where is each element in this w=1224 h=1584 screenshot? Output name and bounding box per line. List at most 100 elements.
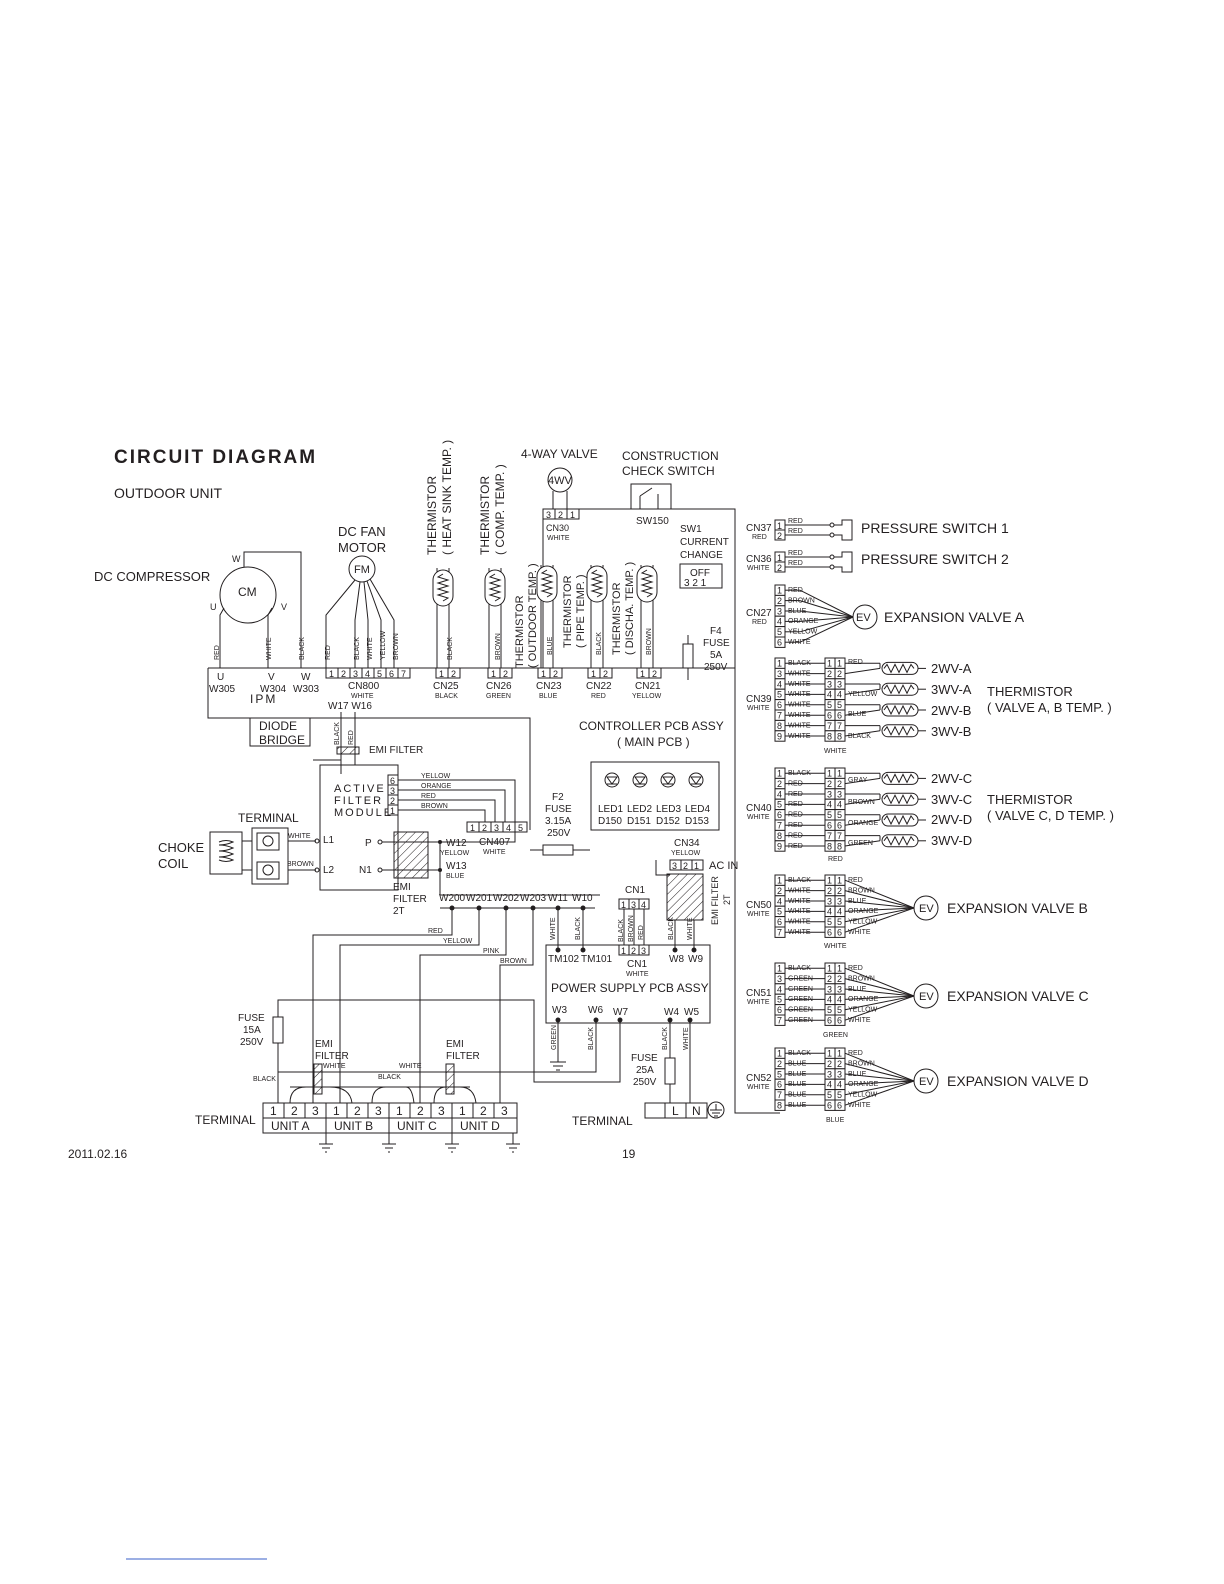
pin-number: 8 [837,841,842,851]
svg-text:W203: W203 [520,893,547,904]
pin-number: 1 [827,659,832,669]
pin-number: 2 [827,669,832,679]
dc-compressor-label: DC COMPRESSOR [94,569,210,584]
svg-text:4: 4 [506,823,511,833]
svg-text:7: 7 [401,669,406,679]
pin-number: 2 [827,1059,832,1069]
svg-text:THERMISTOR: THERMISTOR [562,575,574,648]
svg-text:3: 3 [312,1104,319,1118]
pin-number: 3 [837,789,842,799]
svg-text:MODULE: MODULE [334,807,393,819]
wire-color-label: ORANGE [848,1081,879,1088]
svg-text:CONTROLLER PCB ASSY: CONTROLLER PCB ASSY [579,719,724,733]
svg-text:BLACK: BLACK [588,1027,595,1050]
ipm-term-v: V [268,672,275,683]
svg-text:BLACK: BLACK [618,919,625,942]
pin-number: 4 [837,907,842,917]
svg-text:5: 5 [518,823,523,833]
svg-text:1: 1 [329,669,334,679]
svg-text:3: 3 [641,946,646,956]
svg-text:BROWN: BROWN [500,958,527,965]
svg-text:F4: F4 [710,626,722,637]
dc-compressor: DC COMPRESSOR CM W U V RED WHITE BLACK U… [94,551,320,706]
svg-text:2: 2 [652,669,657,679]
svg-text:W13: W13 [446,861,467,872]
svg-text:UNIT D: UNIT D [460,1119,500,1133]
pin-number: 8 [827,731,832,741]
svg-text:BLUE: BLUE [539,693,558,700]
svg-text:1: 1 [777,553,782,563]
svg-text:CN34: CN34 [674,838,700,849]
svg-text:N1: N1 [359,865,372,876]
wire-color-label: BLUE [848,986,867,993]
svg-text:W8: W8 [669,954,684,965]
svg-text:250V: 250V [240,1037,264,1048]
pin-number: 5 [777,1069,782,1079]
svg-text:W17 W16: W17 W16 [328,701,372,712]
pressure-switch-2-label: PRESSURE SWITCH 2 [861,551,1009,567]
svg-text:( COMP. TEMP. ): ( COMP. TEMP. ) [493,464,507,555]
pin-number: 6 [827,928,832,938]
svg-text:3: 3 [501,1104,508,1118]
cn23-label: CN23 [536,681,562,692]
controller-pcb: CONTROLLER PCB ASSY ( MAIN PCB ) LED1 LE… [579,719,724,831]
svg-text:BLUE: BLUE [547,636,554,655]
svg-text:YELLOW: YELLOW [440,850,470,857]
pin-number: 1 [777,769,782,779]
svg-text:2: 2 [354,1104,361,1118]
pin-number: 8 [777,721,782,731]
svg-text:CHECK SWITCH: CHECK SWITCH [622,464,715,478]
svg-text:FILTER: FILTER [393,894,427,905]
svg-text:W4: W4 [664,1007,679,1018]
svg-text:BLUE: BLUE [826,1117,845,1124]
svg-text:3: 3 [353,669,358,679]
svg-text:BROWN: BROWN [848,799,875,806]
pin-number: 3 [777,669,782,679]
thermistor-symbol [881,771,926,785]
fuse-f2: F2 FUSE 3.15A 250V [530,792,590,856]
pin-number: 3 [827,679,832,689]
svg-text:CN39: CN39 [746,694,772,705]
cn800-color: WHITE [351,693,374,700]
svg-text:2: 2 [777,563,782,573]
expansion-valve-symbol [913,895,939,921]
svg-text:2: 2 [503,669,508,679]
svg-text:2: 2 [631,946,636,956]
svg-text:BLACK: BLACK [253,1076,276,1083]
pin-number: 3 [827,896,832,906]
pin-number: 2 [837,886,842,896]
pin-number: 6 [837,1101,842,1111]
pin-number: 7 [777,1090,782,1100]
pin-number: 2 [827,974,832,984]
active-filter-module: ACTIVE FILTER MODULE 6 3 2 1 YELLOW ORAN… [319,764,516,891]
svg-text:BLACK: BLACK [447,637,454,660]
pin-number: 1 [777,964,782,974]
svg-text:THERMISTOR: THERMISTOR [478,476,492,555]
footer-page-number: 19 [622,1147,636,1161]
svg-text:3: 3 [494,823,499,833]
svg-text:EMI FILTER: EMI FILTER [710,876,720,925]
dc-fan-motor-label: DC FAN [338,524,386,539]
svg-text:L1: L1 [323,835,335,846]
pin-number: 5 [837,1005,842,1015]
svg-text:CN52: CN52 [746,1073,772,1084]
pin-number: 7 [827,721,832,731]
svg-text:BLACK: BLACK [848,733,871,740]
svg-text:2: 2 [558,510,563,520]
fuse-f4: F4 FUSE 5A 250V [682,626,730,680]
svg-text:1: 1 [396,1104,403,1118]
svg-text:UNIT A: UNIT A [271,1119,309,1133]
svg-text:DIODE: DIODE [259,719,297,733]
wire-color-label: WHITE [367,637,374,660]
svg-text:1: 1 [570,510,575,520]
svg-text:2: 2 [341,669,346,679]
svg-text:PINK: PINK [483,948,500,955]
svg-text:W7: W7 [613,1007,628,1018]
pin-number: 2 [827,779,832,789]
svg-text:WHITE: WHITE [687,917,694,940]
thermistor-heat-sink: THERMISTOR ( HEAT SINK TEMP. ) BLACK 1 2… [425,440,461,700]
svg-text:CHANGE: CHANGE [680,550,723,561]
